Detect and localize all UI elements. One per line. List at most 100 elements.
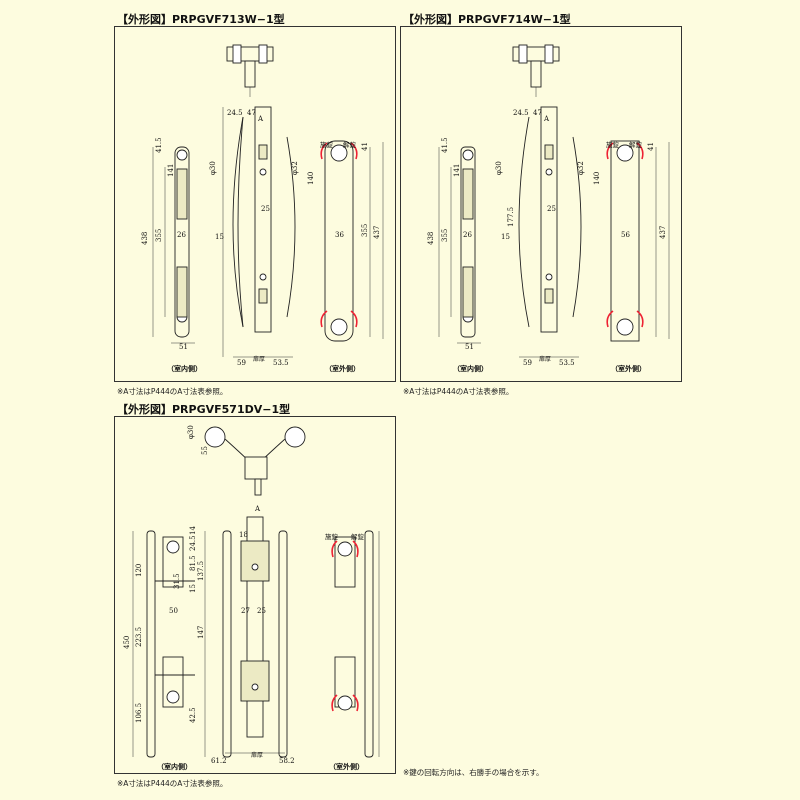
dim-120: 120 (135, 564, 143, 577)
label-indoor-side: （室内側） (167, 364, 202, 373)
dim-26: 26 (177, 231, 186, 239)
outdoor-handle-view (320, 140, 358, 342)
dim-140: 140 (307, 172, 315, 185)
dim-53-5: 53.5 (559, 359, 575, 367)
label-a-mark: A (257, 115, 264, 123)
dim-41: 41 (361, 142, 369, 151)
dim-31-5: 31.5 (173, 573, 181, 589)
dim-27: 27 (241, 607, 250, 615)
dim-147: 147 (197, 626, 205, 639)
note-713w: ※A寸法はP444のA寸法表参照。 (117, 387, 228, 396)
indoor-handle-view (174, 146, 190, 338)
dim-51: 51 (465, 343, 474, 351)
dim-59: 59 (237, 359, 246, 367)
label-indoor-side: （室内側） (157, 762, 192, 771)
dim-18: 18 (239, 531, 248, 539)
label-outdoor-side: （室外側） (325, 364, 360, 373)
dim-36: 36 (335, 231, 344, 239)
dim-137-5: 137.5 (197, 561, 205, 581)
lever-cylinder-top-view (204, 426, 306, 496)
dim-47: 47 (533, 109, 542, 117)
side-profile-view (232, 106, 296, 333)
label-a-mark: A (543, 115, 550, 123)
label-unlock: 解錠 (351, 532, 365, 541)
dim-437: 437 (373, 226, 381, 239)
dim-223-5: 223.5 (135, 627, 143, 647)
note-714w: ※A寸法はP444のA寸法表参照。 (403, 387, 514, 396)
panel-title-713w: 【外形図】PRPGVF713W−1型 (117, 13, 285, 26)
dim-15: 15 (501, 233, 510, 241)
dim-24-5: 24.5 (227, 109, 243, 117)
panel-title-714w: 【外形図】PRPGVF714W−1型 (403, 13, 571, 26)
label-indoor-side: （室内側） (453, 364, 488, 373)
diagram-panel-713w: 438 355 41.5 141 26 51 24.5 47 φ30 φ32 2… (114, 26, 396, 382)
dim-58-2: 58.2 (279, 757, 295, 765)
dim-24-5: 24.5 (189, 535, 197, 551)
label-door-thickness: 扉厚 (539, 355, 551, 363)
note-571dv: ※A寸法はP444のA寸法表参照。 (117, 779, 228, 788)
dim-141: 141 (453, 164, 461, 177)
drawing-714w: 438 355 41.5 141 26 51 24.5 47 φ30 φ32 2… (427, 44, 670, 373)
dim-438: 438 (427, 232, 435, 245)
dim-25: 25 (261, 205, 270, 213)
dim-55: 55 (201, 446, 209, 455)
dim-42-5: 42.5 (189, 707, 197, 723)
dim-25: 25 (257, 607, 266, 615)
dim-61-2: 61.2 (211, 757, 227, 765)
diagram-panel-714w: 438 355 41.5 141 26 51 24.5 47 φ30 φ32 2… (400, 26, 682, 382)
dim-355-right: 355 (361, 224, 369, 237)
side-profile-view (222, 516, 288, 758)
dim-41-5: 41.5 (441, 137, 449, 153)
dim-25: 25 (547, 205, 556, 213)
label-outdoor-side: （室外側） (329, 762, 364, 771)
label-door-thickness: 扉厚 (251, 751, 263, 759)
dim-phi30: φ30 (187, 425, 195, 439)
cylinder-top-view (226, 44, 274, 97)
diagram-panel-571dv: 450 120 223.5 106.5 14 24.5 81.5 137.5 3… (114, 416, 396, 774)
label-unlock: 解錠 (343, 140, 357, 149)
dim-phi30: φ30 (209, 161, 217, 175)
dim-50: 50 (169, 607, 178, 615)
dim-438: 438 (141, 232, 149, 245)
label-lock: 施錠 (325, 532, 339, 541)
dim-24-5: 24.5 (513, 109, 529, 117)
footnote-key-rotation: ※鍵の回転方向は、右勝手の場合を示す。 (403, 768, 544, 777)
dim-phi32: φ32 (291, 161, 299, 175)
dim-15: 15 (215, 233, 224, 241)
dim-450: 450 (123, 636, 131, 649)
dim-51: 51 (179, 343, 188, 351)
dim-53-5: 53.5 (273, 359, 289, 367)
label-door-thickness: 扉厚 (253, 355, 265, 363)
panel-title-571dv: 【外形図】PRPGVF571DV−1型 (117, 403, 291, 416)
dim-phi30: φ30 (495, 161, 503, 175)
dim-140: 140 (593, 172, 601, 185)
dim-56: 56 (621, 231, 630, 239)
dim-355: 355 (155, 229, 163, 242)
label-lock: 施錠 (320, 140, 334, 149)
dim-15: 15 (189, 584, 197, 593)
side-profile-view (518, 106, 582, 333)
dim-437: 437 (659, 226, 667, 239)
dim-14: 14 (189, 526, 197, 535)
dim-41: 41 (647, 142, 655, 151)
outdoor-bar-handle-view (331, 530, 374, 758)
indoor-bar-handle-view (146, 530, 195, 758)
dim-177-5: 177.5 (507, 207, 515, 227)
dim-47: 47 (247, 109, 256, 117)
label-unlock: 解錠 (629, 140, 643, 149)
drawing-713w: 438 355 41.5 141 26 51 24.5 47 φ30 φ32 2… (141, 44, 384, 373)
dim-41-5: 41.5 (155, 137, 163, 153)
dim-26: 26 (463, 231, 472, 239)
drawing-571dv: 450 120 223.5 106.5 14 24.5 81.5 137.5 3… (123, 425, 380, 771)
indoor-handle-view (460, 146, 476, 338)
cylinder-top-view (512, 44, 560, 97)
dim-phi32: φ32 (577, 161, 585, 175)
outdoor-handle-view (606, 140, 644, 342)
dim-59: 59 (523, 359, 532, 367)
label-lock: 施錠 (606, 140, 620, 149)
dim-106-5: 106.5 (135, 703, 143, 723)
label-outdoor-side: （室外側） (611, 364, 646, 373)
label-a-mark: A (254, 505, 261, 513)
dim-141: 141 (167, 164, 175, 177)
dim-81-5: 81.5 (189, 555, 197, 571)
